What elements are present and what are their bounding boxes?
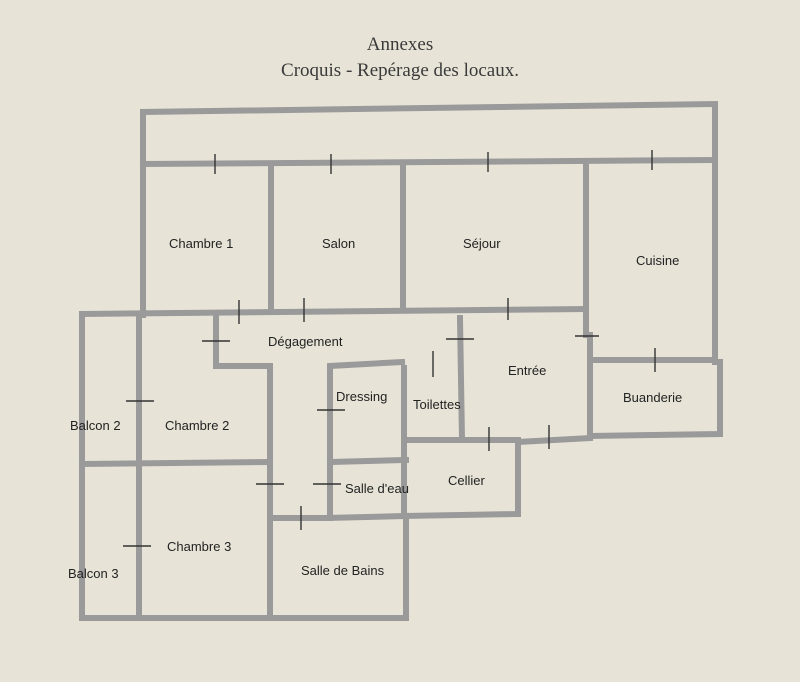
wall-top-row-bottom [78, 305, 590, 318]
room-label-chambre1: Chambre 1 [169, 236, 234, 251]
room-label-salle-deau: Salle d'eau [345, 481, 409, 496]
wall-toilettes [401, 314, 466, 443]
room-label-entree: Entrée [508, 363, 547, 378]
wall-balcony-inner [139, 156, 719, 168]
room-label-balcon2: Balcon 2 [70, 418, 121, 433]
room-label-cuisine: Cuisine [636, 253, 680, 268]
room-label-salle-de-bains: Salle de Bains [301, 563, 385, 578]
wall-dressing-saledeau [326, 456, 410, 466]
wall-top-balcony [140, 100, 718, 365]
room-label-sejour: Séjour [463, 236, 501, 251]
doors [123, 150, 656, 547]
room-label-dressing: Dressing [336, 389, 388, 404]
room-label-chambre2: Chambre 2 [165, 418, 230, 433]
room-label-degagement: Dégagement [268, 334, 343, 349]
room-label-buanderie: Buanderie [623, 390, 683, 405]
wall-dressing-left [327, 358, 406, 521]
title-annexes: Annexes [366, 34, 434, 55]
wall-degagement-left [213, 315, 273, 618]
walls [78, 100, 723, 621]
wall-salle-de-bains [267, 512, 409, 621]
wall-buanderie [587, 332, 723, 440]
room-label-balcon3: Balcon 3 [68, 566, 119, 581]
wall-balcony-split [78, 458, 274, 468]
room-label-toilettes: Toilettes [413, 397, 461, 412]
room-label-salon: Salon [322, 236, 356, 251]
room-label-cellier: Cellier [448, 473, 485, 488]
subtitle-croquis: Croquis - Repérage des locaux. [281, 60, 519, 81]
room-label-chambre3: Chambre 3 [167, 539, 232, 554]
wall-left-outer [79, 311, 409, 621]
wall-cellier [400, 434, 594, 520]
